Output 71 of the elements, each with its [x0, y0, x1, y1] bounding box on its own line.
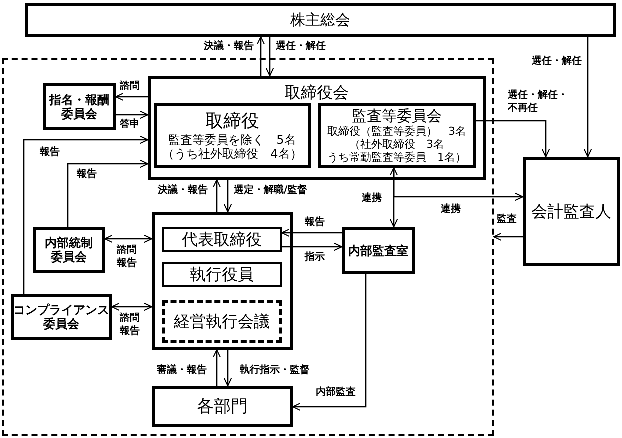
edge-label: 審議・報告 — [157, 364, 207, 377]
box-title: 取締役 — [206, 110, 260, 132]
arrow — [393, 168, 524, 202]
org-box — [342, 227, 415, 274]
box-text: （うち社外取締役 4名） — [162, 146, 302, 160]
arrow — [115, 92, 148, 102]
edge-label: 執行指示・監督 — [240, 364, 310, 377]
org-box — [148, 76, 486, 180]
arrow — [281, 228, 342, 238]
box-text: 監査等委員を除く 5名 — [168, 132, 296, 146]
arrow — [256, 36, 266, 76]
arrow — [67, 160, 149, 227]
org-box — [162, 262, 282, 287]
arrow — [493, 232, 523, 242]
arrow — [23, 136, 149, 294]
edge-label: 監査 — [497, 213, 517, 226]
box-title: 内部統制委員会 — [44, 236, 94, 264]
edge-label: 諮問報告 — [117, 244, 139, 270]
edge-label: 決議・報告 — [204, 40, 254, 53]
edge-label: 報告 — [77, 168, 97, 181]
edge-label: 連携 — [362, 192, 382, 205]
box-title: 監査等委員会 — [352, 107, 442, 125]
arrow — [212, 179, 222, 212]
org-box — [43, 83, 116, 130]
box-title: 指名・報酬委員会 — [48, 92, 110, 120]
arrow — [584, 37, 592, 158]
box-text: うち常勤監査等委員 1名） — [328, 151, 466, 164]
org-box — [154, 103, 311, 168]
arrow — [212, 349, 222, 386]
box-text: （社外取締役 3名 — [350, 138, 444, 151]
arrow — [224, 180, 232, 213]
org-box — [162, 227, 282, 252]
org-box — [25, 3, 616, 37]
box-title: 経営執行会議 — [174, 312, 270, 331]
arrow — [111, 302, 153, 312]
edge-label: 選任・解任 — [276, 40, 326, 53]
edge-label: 選定・解職/監督 — [234, 184, 308, 197]
edge-label: 連携 — [441, 203, 461, 216]
arrow — [292, 274, 367, 412]
arrow — [224, 350, 232, 387]
edge-label: 諮問 — [120, 80, 140, 93]
box-title: 株主総会 — [290, 11, 350, 29]
edge-label: 諮問報告 — [120, 312, 142, 338]
box-title: 取締役会 — [285, 83, 349, 102]
org-box — [33, 227, 105, 273]
org-box — [318, 103, 476, 168]
arrow — [282, 242, 343, 252]
edge-label: 答申 — [120, 118, 140, 131]
box-title: 会計監査人 — [532, 202, 612, 221]
arrow — [476, 120, 550, 158]
edge-label: 報告 — [305, 216, 325, 229]
arrow — [104, 234, 153, 244]
group-box — [152, 212, 293, 350]
arrow — [390, 167, 398, 228]
box-text: 取締役（監査等委員） 3名 — [328, 125, 466, 138]
edge-label: 内部監査 — [316, 386, 356, 399]
box-title: コンプライアンス委員会 — [12, 303, 110, 331]
box-title: 各部門 — [197, 396, 248, 416]
edge-label: 指示 — [305, 251, 325, 264]
org-box — [11, 294, 112, 340]
arrow — [266, 37, 274, 77]
box-title: 内部監査室 — [348, 244, 408, 258]
org-box — [152, 386, 293, 427]
edge-label: 報告 — [40, 146, 60, 159]
box-title: 代表取締役 — [182, 230, 262, 249]
edge-label: 選任・解任 — [532, 55, 582, 68]
org-box — [523, 157, 620, 266]
dashed-box — [162, 300, 282, 343]
box-title: 執行役員 — [190, 265, 254, 284]
edge-label: 決議・報告 — [158, 184, 208, 197]
arrow — [116, 110, 149, 120]
